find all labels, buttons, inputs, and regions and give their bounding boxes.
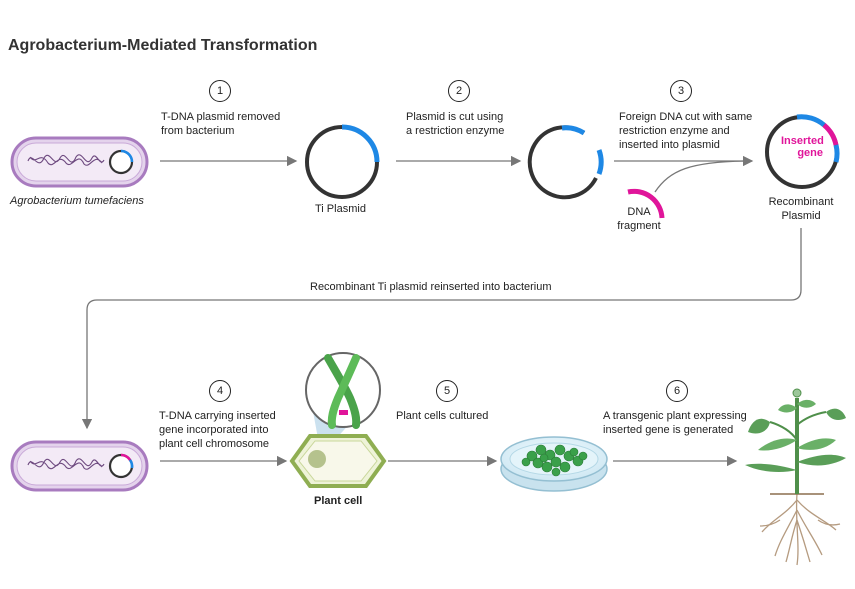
plasmid-icon (305, 124, 380, 199)
bacterium-label: Agrobacterium tumefaciens (10, 195, 144, 207)
petri-dish-icon (500, 436, 608, 492)
recombinant-bacterium-icon (10, 440, 149, 492)
fragment-arrow (654, 160, 746, 193)
step-4-badge: 4 (209, 380, 231, 402)
step-5-badge: 5 (436, 380, 458, 402)
dna-fragment-icon (627, 188, 665, 219)
page-title: Agrobacterium-Mediated Transformation (8, 37, 318, 54)
step-6-badge: 6 (666, 380, 688, 402)
step-3-badge: 3 (670, 80, 692, 102)
plant-cell-icon (289, 434, 387, 488)
recombinant-plasmid-icon (765, 114, 840, 189)
reinsert-label: Recombinant Ti plasmid reinserted into b… (310, 281, 552, 293)
plant-cell-label: Plant cell (314, 495, 363, 507)
ti-plasmid-label: Ti Plasmid (315, 203, 366, 215)
plant-icon (745, 388, 846, 566)
bacterium-icon (10, 136, 149, 188)
step-2-badge: 2 (448, 80, 470, 102)
step-5-text: Plant cells cultured (396, 410, 489, 422)
reinsert-arrow (81, 228, 802, 430)
step-1-badge: 1 (209, 80, 231, 102)
cut-plasmid-icon (527, 125, 604, 200)
